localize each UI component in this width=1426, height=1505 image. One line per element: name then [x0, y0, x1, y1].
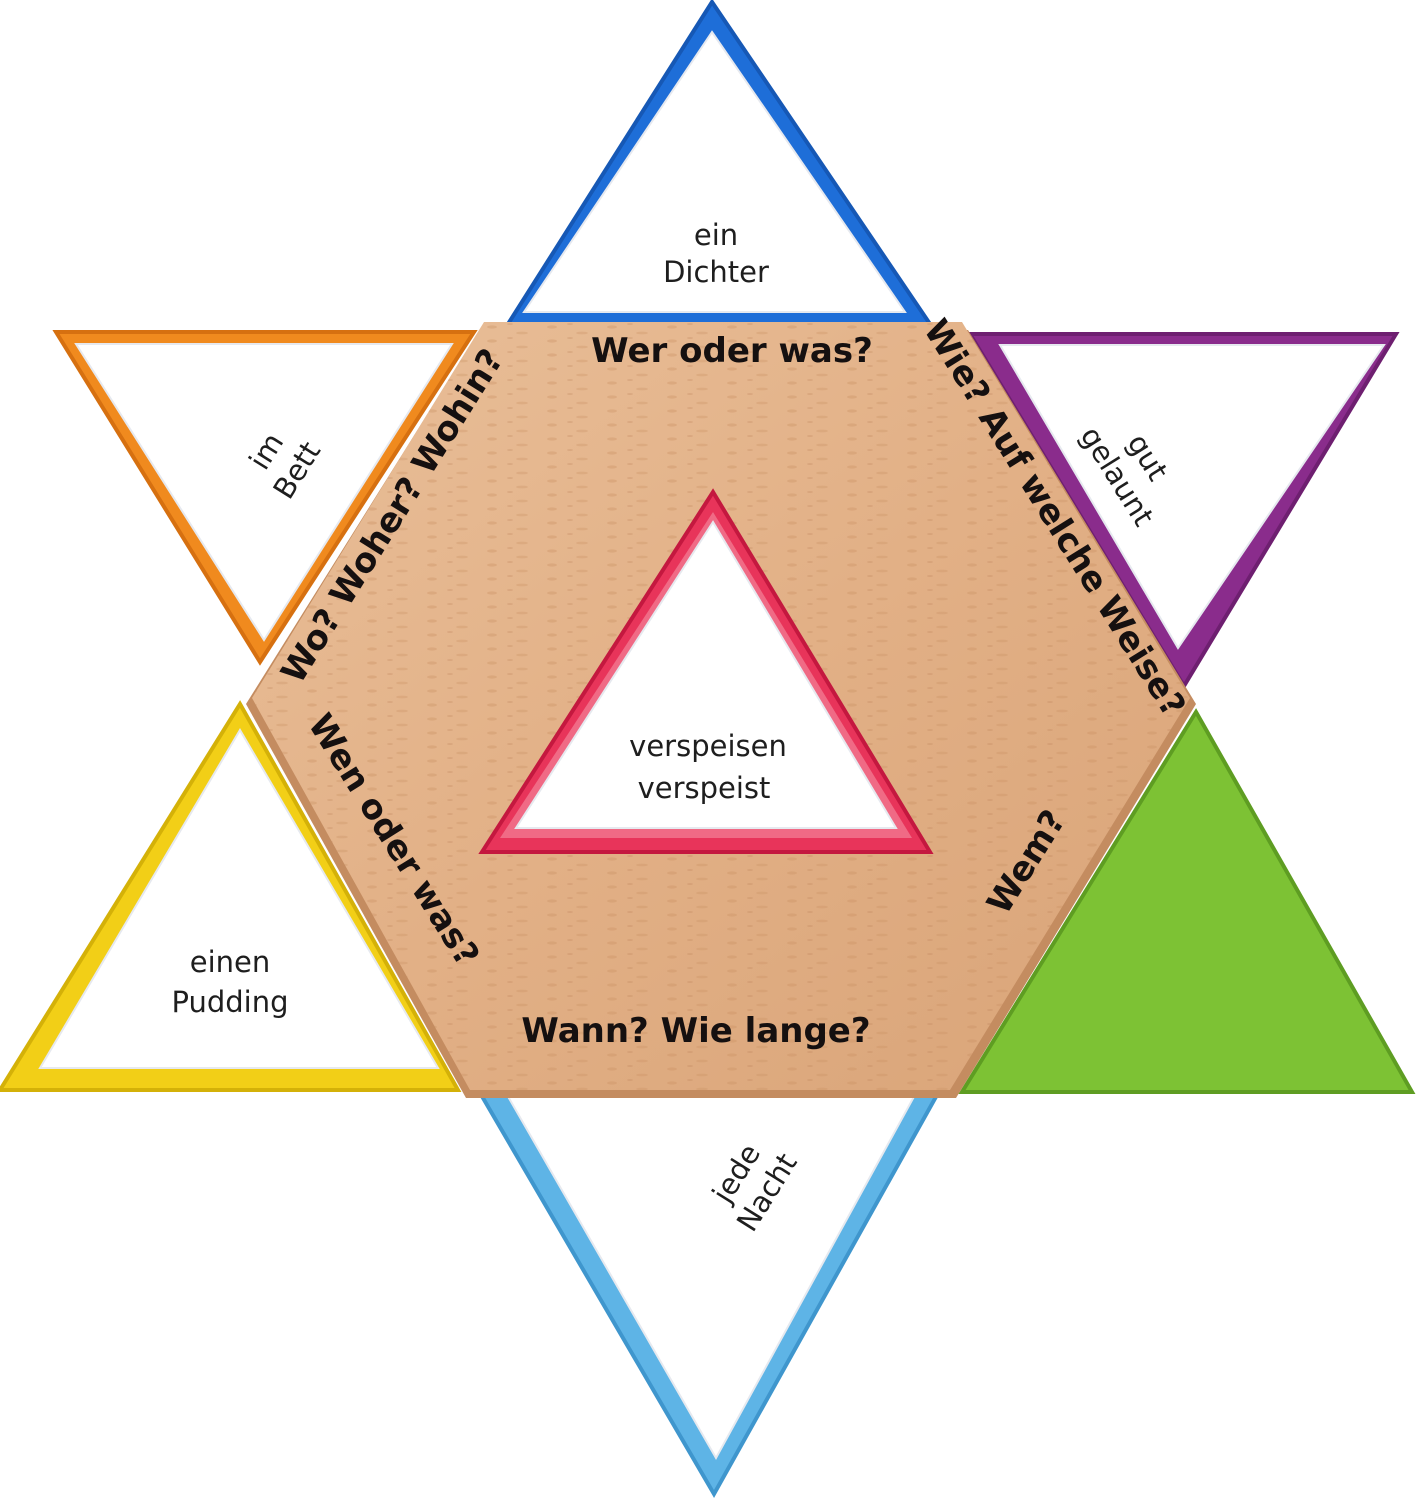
piece-top-card	[522, 30, 907, 313]
piece-bottom[interactable]	[472, 1084, 946, 1499]
center-word-2: verspeist	[638, 771, 771, 805]
piece-top[interactable]	[504, 0, 934, 326]
piece-top-left[interactable]	[52, 330, 478, 666]
piece-top-right-card	[998, 344, 1386, 650]
question-top: Wer oder was?	[591, 331, 873, 371]
card-top-word-2: Dichter	[663, 255, 769, 289]
piece-bottom-right-frame	[958, 708, 1416, 1094]
piece-bottom-card	[504, 1092, 918, 1461]
piece-center[interactable]	[478, 488, 934, 854]
piece-bottom-right[interactable]	[958, 708, 1416, 1094]
card-top-word-1: ein	[694, 218, 738, 252]
question-bottom: Wann? Wie lange?	[521, 1011, 870, 1051]
piece-center-card	[514, 520, 898, 829]
center-word-1: verspeisen	[629, 729, 787, 763]
card-bottom-left-word-1: einen	[190, 945, 271, 979]
card-bottom-left-word-2: Pudding	[171, 985, 288, 1019]
piece-bottom-left[interactable]	[0, 700, 462, 1092]
piece-top-left-card	[74, 343, 454, 642]
piece-bottom-left-card	[38, 728, 440, 1069]
